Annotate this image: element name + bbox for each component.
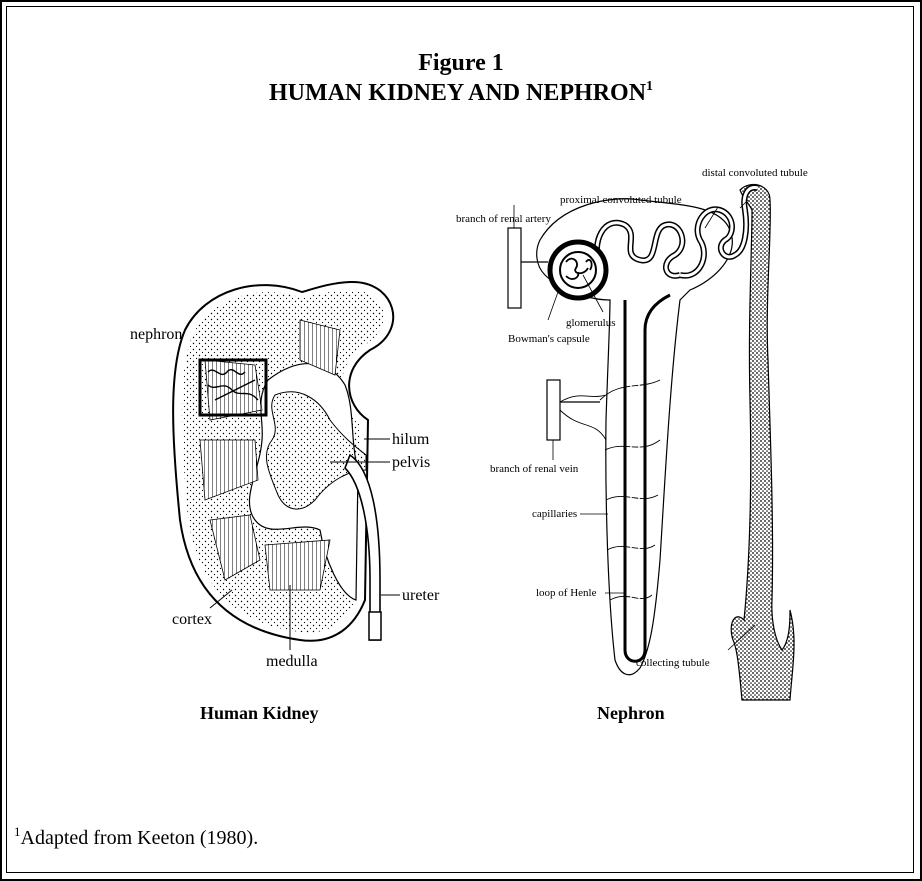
collecting-tubule	[731, 185, 794, 700]
label-cortex: cortex	[172, 612, 212, 628]
label-hilum: hilum	[392, 432, 429, 448]
footnote-text: Adapted from Keeton (1980).	[21, 827, 259, 849]
nephron-illustration	[508, 185, 794, 700]
proximal-convoluted-tubule	[597, 223, 683, 276]
label-proximal-convoluted-tubule: proximal convoluted tubule	[560, 195, 682, 206]
label-loop-of-henle: loop of Henle	[536, 588, 596, 599]
footnote: 1Adapted from Keeton (1980).	[14, 824, 258, 850]
label-glomerulus: glomerulus	[566, 318, 616, 329]
label-medulla: medulla	[266, 654, 318, 670]
label-pelvis: pelvis	[392, 455, 430, 471]
renal-vein-branch	[547, 380, 560, 440]
label-branch-of-renal-vein: branch of renal vein	[490, 464, 578, 475]
ureter-end	[369, 612, 381, 640]
label-branch-of-renal-artery: branch of renal artery	[456, 214, 551, 225]
bowman-leader	[548, 292, 558, 320]
medulla-pyramid-5	[265, 540, 330, 590]
label-ureter: ureter	[402, 588, 439, 604]
caption-human-kidney: Human Kidney	[200, 703, 319, 724]
caption-nephron: Nephron	[597, 703, 665, 724]
label-bowmans-capsule: Bowman's capsule	[508, 334, 590, 345]
renal-artery-branch	[508, 228, 521, 308]
label-nephron: nephron	[130, 327, 182, 343]
label-distal-convoluted-tubule: distal convoluted tubule	[702, 168, 808, 179]
kidney-illustration	[173, 282, 400, 650]
label-capillaries: capillaries	[532, 509, 577, 520]
label-collecting-tubule: collecting tubule	[636, 658, 710, 669]
